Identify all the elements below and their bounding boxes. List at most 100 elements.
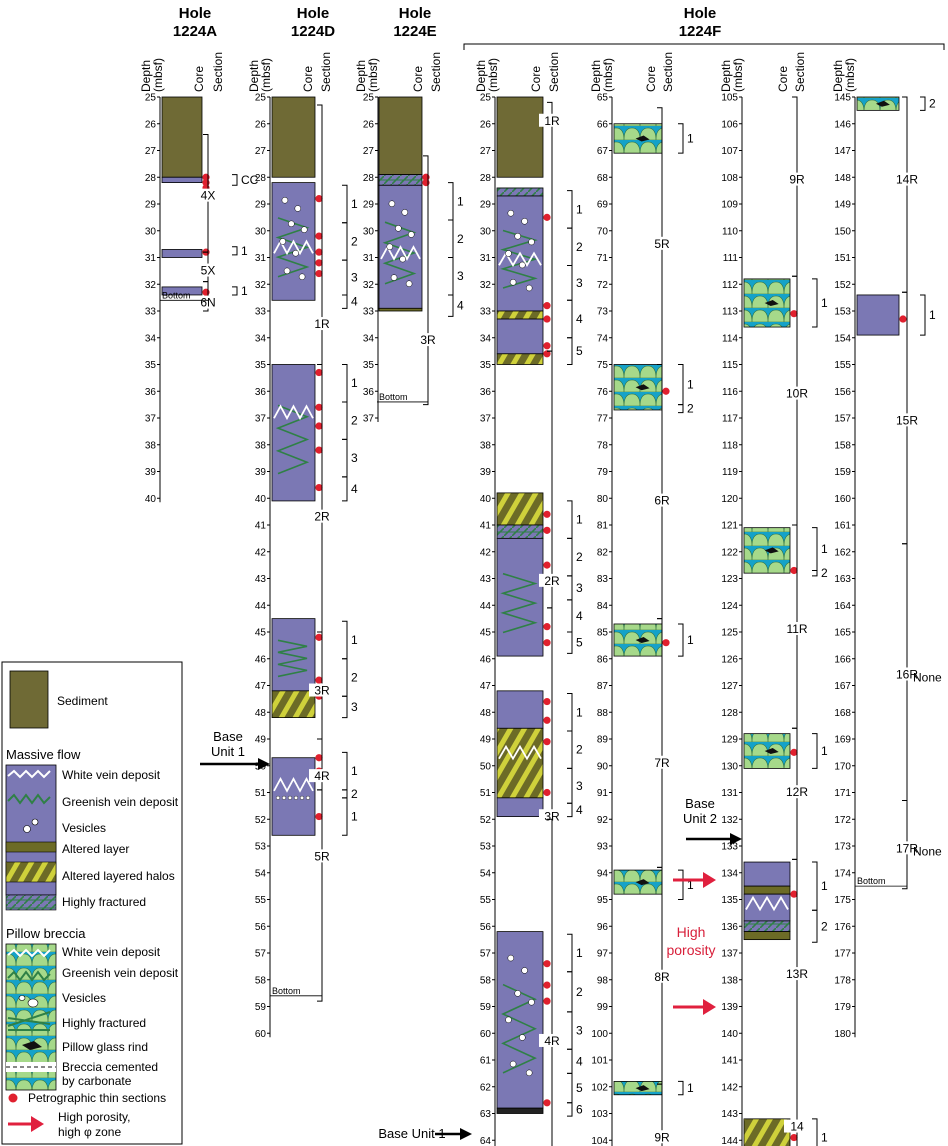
core-label-bg xyxy=(894,667,920,681)
hole-1224E-header: Hole 1224E xyxy=(393,5,436,40)
depth-tick-label: 29 xyxy=(480,200,492,211)
depth-tick-label: 60 xyxy=(480,1029,492,1040)
section-label: 2 xyxy=(576,240,583,254)
section-label: 1 xyxy=(687,131,694,145)
core-bracket xyxy=(792,96,798,277)
depth-tick-label: 28 xyxy=(145,173,157,184)
depth-tick-label: 42 xyxy=(480,547,492,558)
section-label: 2 xyxy=(821,919,828,933)
core-bracket xyxy=(423,155,429,406)
depth-tick-label: 50 xyxy=(480,761,492,772)
depth-tick-label: 31 xyxy=(255,253,267,264)
section-bracket xyxy=(920,96,926,111)
section-bracket xyxy=(342,438,348,478)
depth-tick-label: 96 xyxy=(597,922,609,933)
core-bracket xyxy=(317,789,323,1002)
depth-tick-label: 103 xyxy=(591,1109,608,1120)
section-label: 1 xyxy=(351,633,358,647)
base-unit2-arrow-head xyxy=(730,833,742,845)
section-label: 3 xyxy=(576,779,583,793)
base-unit1-f-arrow-head xyxy=(460,1128,472,1140)
core-interval-massive xyxy=(271,364,316,502)
core-interval-fractured xyxy=(496,187,544,197)
section-bracket xyxy=(567,227,573,267)
depth-tick-label: 179 xyxy=(834,1002,851,1013)
section-bracket xyxy=(342,751,348,791)
core-header: Core xyxy=(411,66,425,92)
section-bracket xyxy=(232,174,238,186)
depth-tick-label: 131 xyxy=(721,788,738,799)
core-interval-halo xyxy=(271,690,316,718)
section-label: 4 xyxy=(576,312,583,326)
depth-tick-label: 34 xyxy=(145,333,157,344)
core-label-bg xyxy=(539,573,565,587)
depth-tick-label: 32 xyxy=(255,280,267,291)
section-bracket xyxy=(812,278,818,328)
glass-rind xyxy=(635,1085,650,1092)
thin-section-dot xyxy=(543,526,551,534)
depth-tick-label: 112 xyxy=(722,280,738,291)
depth-tick-label: 57 xyxy=(480,949,492,960)
section-bracket xyxy=(812,909,818,943)
section-label: 1 xyxy=(821,879,828,893)
depth-tick-label: 53 xyxy=(255,842,267,853)
hole-1224A-title-line2: 1224A xyxy=(173,23,217,40)
white-vein xyxy=(745,895,789,912)
core-label-bg xyxy=(309,509,335,523)
base-unit2-line1: Base xyxy=(685,796,715,811)
section-bracket xyxy=(567,537,573,577)
depth-tick-label: 129 xyxy=(721,735,738,746)
legend-pillow-item-2: Vesicles xyxy=(62,991,106,1005)
legend-massive-item-3: Altered layer xyxy=(62,842,129,856)
depth-tick-label: 44 xyxy=(480,601,492,612)
depth-tick-label: 150 xyxy=(834,226,851,237)
core-interval-sediment xyxy=(378,96,423,175)
depth-tick-label: 38 xyxy=(145,440,157,451)
section-bracket xyxy=(567,767,573,804)
section-bracket xyxy=(342,789,348,799)
section-bracket xyxy=(678,1080,684,1096)
depth-tick-label: 41 xyxy=(480,521,492,532)
high-porosity-line1: High xyxy=(677,924,706,940)
core-label-bg xyxy=(649,1130,675,1144)
glass-rind xyxy=(764,547,779,554)
vesicle xyxy=(514,232,521,240)
depth-tick-label: 73 xyxy=(597,307,609,318)
section-label: 1 xyxy=(821,744,828,758)
core-header: Core xyxy=(776,66,790,92)
core-label-bg xyxy=(309,317,335,331)
depth-tick-label: 55 xyxy=(255,895,267,906)
section-bracket xyxy=(567,190,573,229)
section-label: 1 xyxy=(576,513,583,527)
depth-tick-label: 75 xyxy=(597,360,609,371)
glass-rind xyxy=(635,135,650,142)
core-interval-altered xyxy=(743,885,791,895)
depth-tick-label: 56 xyxy=(480,922,492,933)
core-label-bg xyxy=(784,622,810,635)
depth-tick-label: 90 xyxy=(597,761,609,772)
depth-tick-label: 27 xyxy=(255,146,267,157)
depth-tick-label: 99 xyxy=(597,1002,609,1013)
depth-tick-label: 30 xyxy=(255,226,267,237)
thin-section-dot xyxy=(543,315,551,323)
section-label: 1 xyxy=(351,810,358,824)
section-label: 2 xyxy=(457,232,464,246)
section-bracket xyxy=(678,123,684,154)
vesicle xyxy=(282,795,287,800)
depth-tick-label: 87 xyxy=(597,681,609,692)
section-label: 6 xyxy=(576,1102,583,1116)
thin-section-dot xyxy=(543,788,551,797)
depth-tick-label: 144 xyxy=(721,1136,738,1146)
section-label: 2 xyxy=(687,402,694,416)
depth-tick-label: 108 xyxy=(721,173,738,184)
core-interval-massive xyxy=(496,797,544,817)
section-label: 5 xyxy=(576,636,583,650)
section-label: 2 xyxy=(351,234,358,248)
vesicle xyxy=(507,954,515,962)
legend-massive-title: Massive flow xyxy=(6,747,81,762)
core-interval-altered xyxy=(743,931,791,941)
section-bracket xyxy=(920,294,926,336)
thin-section-dot xyxy=(543,623,551,631)
legend-massive-item-0: White vein deposit xyxy=(62,768,161,782)
depth-tick-label: 26 xyxy=(145,119,157,130)
